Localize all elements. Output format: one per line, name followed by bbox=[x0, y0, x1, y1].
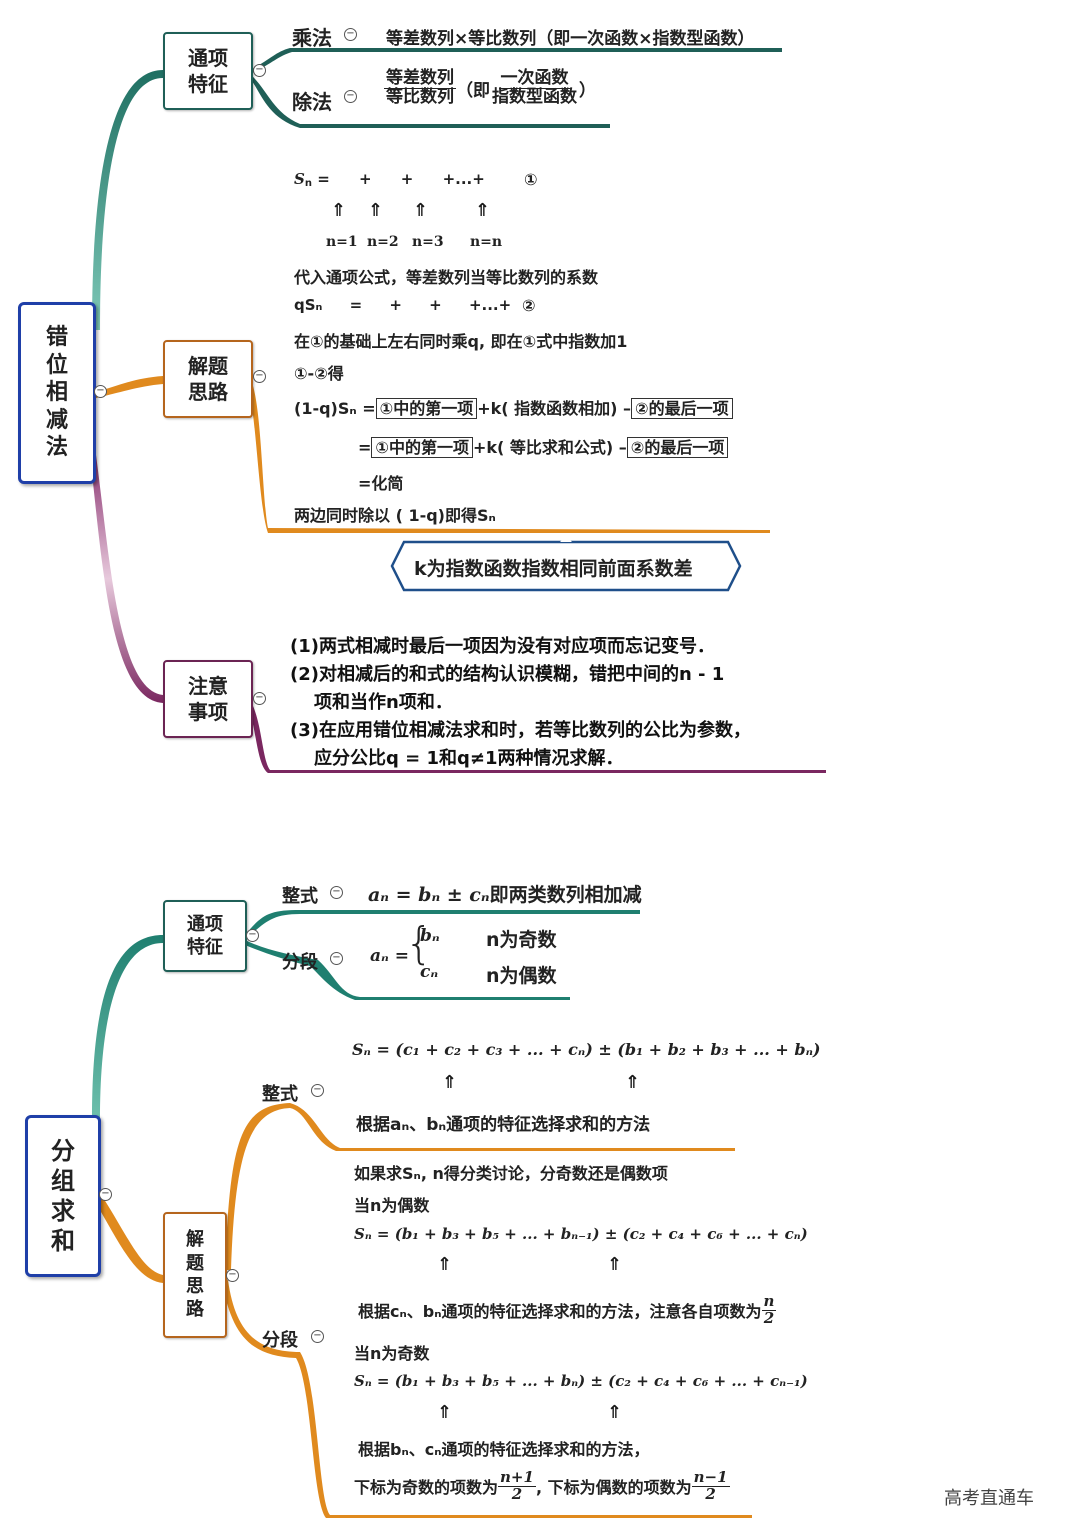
qsn-line: qSₙ = + + +...+ bbox=[294, 296, 512, 314]
label-fenduan: 分段 bbox=[282, 952, 318, 973]
equation-1: (1-q)Sₙ =①中的第一项+k( 指数函数相加) –②的最后一项 bbox=[294, 395, 733, 419]
label-chengfa: 乘法 bbox=[292, 26, 332, 50]
brace-icon: { bbox=[405, 918, 433, 969]
up-arrow-icon: ⇑ bbox=[442, 1072, 458, 1093]
text-huajian: =化简 bbox=[358, 474, 404, 493]
zs-formula: Sₙ = (c₁ + c₂ + c₃ + ... + cₙ) ± (b₁ + b… bbox=[352, 1040, 821, 1059]
collapse-toggle-icon[interactable]: − bbox=[344, 90, 357, 103]
equation-2: =①中的第一项+k( 等比求和公式) –②的最后一项 bbox=[358, 434, 729, 458]
link-root1-jieti bbox=[96, 376, 163, 398]
root-char: 减 bbox=[45, 407, 68, 433]
collapse-toggle-icon[interactable]: − bbox=[246, 929, 259, 942]
up-arrow-icon: ⇑ bbox=[607, 1254, 623, 1275]
odd-formula: Sₙ = (b₁ + b₃ + b₅ + ... + bₙ) ± (c₂ + c… bbox=[354, 1372, 808, 1390]
root-char: 位 bbox=[45, 352, 68, 378]
text-chu: 两边同时除以 ( 1-q)即得Sₙ bbox=[294, 506, 496, 525]
link-tx2-zhengshi bbox=[245, 910, 640, 940]
fenduan-lhs: aₙ = bbox=[370, 946, 409, 966]
k-note-box bbox=[390, 540, 742, 592]
node-jieti-silu[interactable]: 解题 思路 bbox=[163, 340, 253, 418]
collapse-toggle-icon[interactable]: − bbox=[94, 385, 107, 398]
text-de: ①-②得 bbox=[294, 364, 344, 383]
collapse-toggle-icon[interactable]: − bbox=[226, 1269, 239, 1282]
root-char: 和 bbox=[51, 1227, 75, 1255]
up-arrow-icon: ⇑ bbox=[607, 1402, 623, 1423]
zs-text: 根据aₙ、bₙ通项的特征选择求和的方法 bbox=[356, 1115, 651, 1135]
node-zhuyi-shixiang[interactable]: 注意 事项 bbox=[163, 660, 253, 738]
n-label-3: n=3 bbox=[412, 234, 444, 250]
fd-intro: 如果求Sₙ, n得分类讨论，分奇数还是偶数项 bbox=[354, 1164, 668, 1183]
note-1: (1)两式相减时最后一项因为没有对应项而忘记变号． bbox=[290, 636, 715, 657]
root-char: 组 bbox=[51, 1167, 75, 1195]
n-label-1: n=1 bbox=[326, 234, 358, 250]
up-arrow-icon: ⇑ bbox=[625, 1072, 641, 1093]
link-root1-tongxiang bbox=[92, 70, 163, 330]
odd-title: 当n为奇数 bbox=[354, 1344, 430, 1363]
collapse-toggle-icon[interactable]: − bbox=[253, 692, 266, 705]
link-root2-jieti bbox=[94, 1190, 163, 1283]
case2-expr: cₙ bbox=[420, 962, 439, 982]
collapse-toggle-icon[interactable]: − bbox=[253, 64, 266, 77]
sn-line: Sn = + + +...+ bbox=[294, 170, 485, 189]
root-char: 相 bbox=[45, 380, 68, 406]
even-title: 当n为偶数 bbox=[354, 1196, 430, 1215]
case2-cond: n为偶数 bbox=[486, 965, 557, 987]
collapse-toggle-icon[interactable]: − bbox=[330, 952, 343, 965]
n-label-n: n=n bbox=[470, 234, 503, 250]
up-arrow-icon: ⇑ bbox=[368, 200, 384, 221]
root-node-text: 分组求和 bbox=[51, 1136, 75, 1256]
note-2a: (2)对相减后的和式的结构认识模糊，错把中间的n - 1 bbox=[290, 664, 725, 685]
even-formula: Sₙ = (b₁ + b₃ + b₅ + ... + bₙ₋₁) ± (c₂ +… bbox=[354, 1225, 808, 1243]
note-3b: 应分公比q = 1和q≠1两种情况求解． bbox=[314, 748, 624, 769]
odd-text: 根据bₙ、cₙ通项的特征选择求和的方法， bbox=[358, 1440, 650, 1459]
up-arrow-icon: ⇑ bbox=[475, 200, 491, 221]
case1-expr: bₙ bbox=[420, 926, 440, 946]
up-arrow-icon: ⇑ bbox=[413, 200, 429, 221]
collapse-toggle-icon[interactable]: − bbox=[253, 370, 266, 383]
note-3a: (3)在应用错位相减法求和时，若等比数列的公比为参数， bbox=[290, 720, 751, 741]
text-zai: 在①的基础上左右同时乘q, 即在①式中指数加1 bbox=[294, 332, 628, 351]
root-char: 分 bbox=[51, 1137, 75, 1165]
link-tx-cheng bbox=[250, 48, 782, 74]
root-node-cuowei[interactable]: 错位相减法 bbox=[18, 302, 96, 484]
up-arrow-icon: ⇑ bbox=[437, 1402, 453, 1423]
text-chufa: 等差数列等比数列 （即 一次函数指数型函数 ） bbox=[384, 68, 596, 107]
root-char: 求 bbox=[51, 1197, 75, 1225]
root-node-fenzu[interactable]: 分组求和 bbox=[25, 1115, 101, 1277]
k-note-text: k为指数函数指数相同前面系数差 bbox=[414, 558, 693, 580]
label-chufa: 除法 bbox=[292, 90, 332, 114]
link-root1-zhuyi bbox=[90, 455, 163, 703]
text-chengfa: 等差数列×等比数列（即一次函数×指数型函数） bbox=[386, 29, 755, 49]
label-zhengshi: 整式 bbox=[282, 886, 318, 907]
watermark: 高考直通车 bbox=[944, 1488, 1034, 1509]
up-arrow-icon: ⇑ bbox=[437, 1254, 453, 1275]
node-jieti-silu-2[interactable]: 解 题 思 路 bbox=[163, 1212, 227, 1338]
collapse-toggle-icon[interactable]: − bbox=[311, 1330, 324, 1343]
up-arrow-icon: ⇑ bbox=[331, 200, 347, 221]
root-char: 法 bbox=[45, 435, 68, 461]
label-fenduan-2: 分段 bbox=[262, 1330, 298, 1351]
n-label-2: n=2 bbox=[367, 234, 399, 250]
note-2b: 项和当作n项和． bbox=[314, 692, 453, 713]
case1-cond: n为奇数 bbox=[486, 929, 557, 951]
circle-one: ① bbox=[524, 170, 538, 189]
circle-two: ② bbox=[522, 296, 536, 315]
collapse-toggle-icon[interactable]: − bbox=[99, 1188, 112, 1201]
label-zhengshi-2: 整式 bbox=[262, 1084, 298, 1105]
collapse-toggle-icon[interactable]: − bbox=[344, 28, 357, 41]
collapse-toggle-icon[interactable]: − bbox=[330, 886, 343, 899]
root-char: 错 bbox=[45, 325, 68, 351]
link-root2-tongxiang bbox=[92, 935, 163, 1120]
node-tongxiang-tezheng[interactable]: 通项 特征 bbox=[163, 32, 253, 110]
root-node-text: 错位相减法 bbox=[46, 324, 68, 462]
collapse-toggle-icon[interactable]: − bbox=[311, 1084, 324, 1097]
zhengshi-formula: aₙ = bₙ ± cₙ即两类数列相加减 bbox=[368, 884, 642, 906]
node-tongxiang-tezheng-2[interactable]: 通项 特征 bbox=[163, 900, 247, 972]
text-daoru: 代入通项公式，等差数列当等比数列的系数 bbox=[294, 268, 599, 287]
